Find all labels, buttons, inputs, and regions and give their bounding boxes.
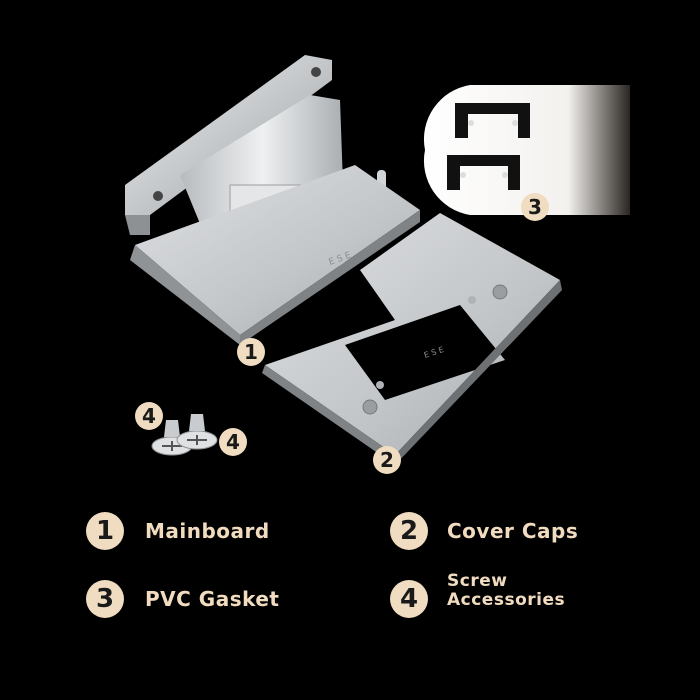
callout-badge-screw-left: 4: [135, 402, 163, 430]
legend-badge-1: 1: [86, 512, 124, 550]
legend-label-mainboard: Mainboard: [145, 519, 270, 543]
callout-badge-cover-caps: 2: [373, 446, 401, 474]
legend-label-screw-line2: Accessories: [447, 589, 566, 610]
callout-badge-screw-right: 4: [219, 428, 247, 456]
screw-accessories: [151, 414, 218, 456]
legend-label-cover-caps: Cover Caps: [447, 519, 579, 543]
legend-label-screw-line1: Screw: [447, 571, 508, 591]
cover-cap-plate: E S E: [262, 213, 562, 465]
mainboard-hinge: E S E: [125, 55, 420, 345]
legend-badge-4: 4: [390, 580, 428, 618]
legend-label-screw-accessories: Screw Accessories: [447, 572, 565, 609]
svg-text:E S E: E S E: [423, 345, 445, 360]
legend-badge-3: 3: [86, 580, 124, 618]
legend-badge-2: 2: [390, 512, 428, 550]
callout-badge-pvc-gasket: 3: [521, 193, 549, 221]
legend-label-pvc-gasket: PVC Gasket: [145, 587, 280, 611]
callout-badge-mainboard: 1: [237, 338, 265, 366]
pvc-gasket-inset: [423, 85, 630, 215]
